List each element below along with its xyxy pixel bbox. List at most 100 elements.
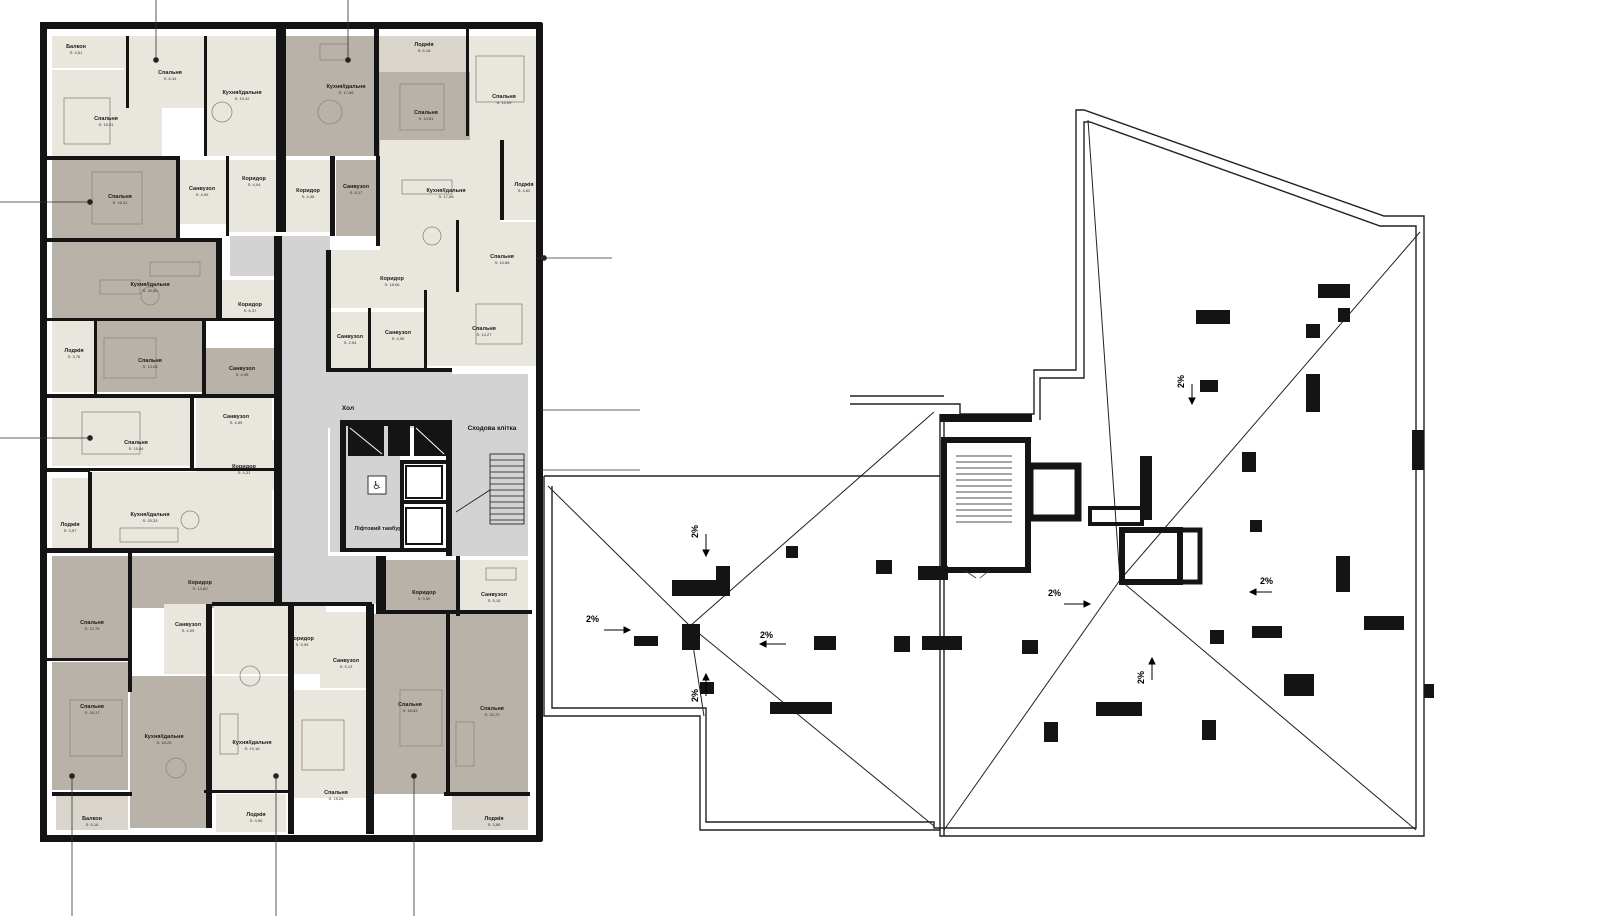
svg-text:Спальня: Спальня <box>398 702 422 708</box>
svg-text:Санвузол: Санвузол <box>223 414 249 420</box>
svg-text:Балкон: Балкон <box>82 816 102 822</box>
svg-text:Лоджія: Лоджія <box>414 42 433 48</box>
svg-text:S: 17,88: S: 17,88 <box>339 90 355 95</box>
svg-text:Спальня: Спальня <box>492 94 516 100</box>
svg-text:Санвузол: Санвузол <box>175 622 201 628</box>
svg-text:Кухня/їдальня: Кухня/їдальня <box>222 90 261 96</box>
svg-text:Кухня/їдальня: Кухня/їдальня <box>130 282 169 288</box>
furniture <box>63 43 525 779</box>
svg-text:S: 20,33: S: 20,33 <box>143 518 159 523</box>
svg-text:S: 18,28: S: 18,28 <box>157 740 173 745</box>
svg-text:S: 5,15: S: 5,15 <box>488 598 501 603</box>
svg-text:Лоджія: Лоджія <box>64 348 83 354</box>
svg-text:S: 18,06: S: 18,06 <box>385 282 401 287</box>
slope-label: 2% <box>1260 576 1273 586</box>
svg-text:S: 5,13: S: 5,13 <box>340 664 353 669</box>
svg-text:S: 9,50: S: 9,50 <box>418 596 431 601</box>
svg-text:S: 16,31: S: 16,31 <box>113 200 129 205</box>
svg-text:Спальня: Спальня <box>158 70 182 76</box>
svg-text:Санвузол: Санвузол <box>385 330 411 336</box>
svg-text:S: 15,04: S: 15,04 <box>129 446 145 451</box>
svg-text:S: 5,95: S: 5,95 <box>296 642 309 647</box>
svg-text:S: 4,09: S: 4,09 <box>182 628 195 633</box>
lift-shafts: ♿ <box>348 426 446 545</box>
svg-text:Спальня: Спальня <box>324 790 348 796</box>
svg-text:Коридор: Коридор <box>188 580 212 586</box>
svg-text:S: 16,17: S: 16,17 <box>85 710 101 715</box>
svg-text:S: 5,18: S: 5,18 <box>86 822 99 827</box>
svg-text:Спальня: Спальня <box>108 194 132 200</box>
svg-text:Коридор: Коридор <box>412 590 436 596</box>
svg-text:Кухня/їдальня: Кухня/їдальня <box>144 734 183 740</box>
svg-text:Кухня/їдальня: Кухня/їдальня <box>130 512 169 518</box>
slope-label: 2% <box>1048 588 1061 598</box>
svg-text:Спальня: Спальня <box>490 254 514 260</box>
roof-ridges <box>547 119 1421 831</box>
slope-label: 2% <box>1136 671 1146 684</box>
svg-text:Спальня: Спальня <box>80 620 104 626</box>
svg-text:Санвузол: Санвузол <box>481 592 507 598</box>
svg-text:Спальня: Спальня <box>480 706 504 712</box>
svg-text:S: 17,68: S: 17,68 <box>439 194 455 199</box>
svg-text:S: 2,54: S: 2,54 <box>344 340 357 345</box>
slope-label: 2% <box>1176 375 1186 388</box>
svg-text:Коридор: Коридор <box>238 302 262 308</box>
svg-text:S: 13,08: S: 13,08 <box>143 364 159 369</box>
svg-text:S: 15,26: S: 15,26 <box>329 796 345 801</box>
floor-plan: ♿ <box>0 0 640 916</box>
svg-text:S: 19,16: S: 19,16 <box>245 746 261 751</box>
svg-text:S: 5,18: S: 5,18 <box>418 48 431 53</box>
svg-text:S: 15,01: S: 15,01 <box>99 122 115 127</box>
svg-text:Балкон: Балкон <box>66 44 86 50</box>
walls <box>40 22 542 842</box>
leader-lines <box>0 0 640 916</box>
svg-text:S: 3,76: S: 3,76 <box>68 354 81 359</box>
staircase <box>455 453 525 525</box>
svg-text:Коридор: Коридор <box>296 188 320 194</box>
svg-text:Санвузол: Санвузол <box>333 658 359 664</box>
svg-text:S: 12,09: S: 12,09 <box>497 100 513 105</box>
svg-text:Кухня/їдальня: Кухня/їдальня <box>326 84 365 90</box>
roof-outline <box>543 109 1425 837</box>
hall-label: Хол <box>342 405 354 412</box>
svg-text:Спальня: Спальня <box>414 110 438 116</box>
svg-text:S: 4,31: S: 4,31 <box>238 470 251 475</box>
svg-text:S: 16,83: S: 16,83 <box>403 708 419 713</box>
svg-text:S: 4,38: S: 4,38 <box>302 194 315 199</box>
slope-label: 2% <box>586 614 599 624</box>
